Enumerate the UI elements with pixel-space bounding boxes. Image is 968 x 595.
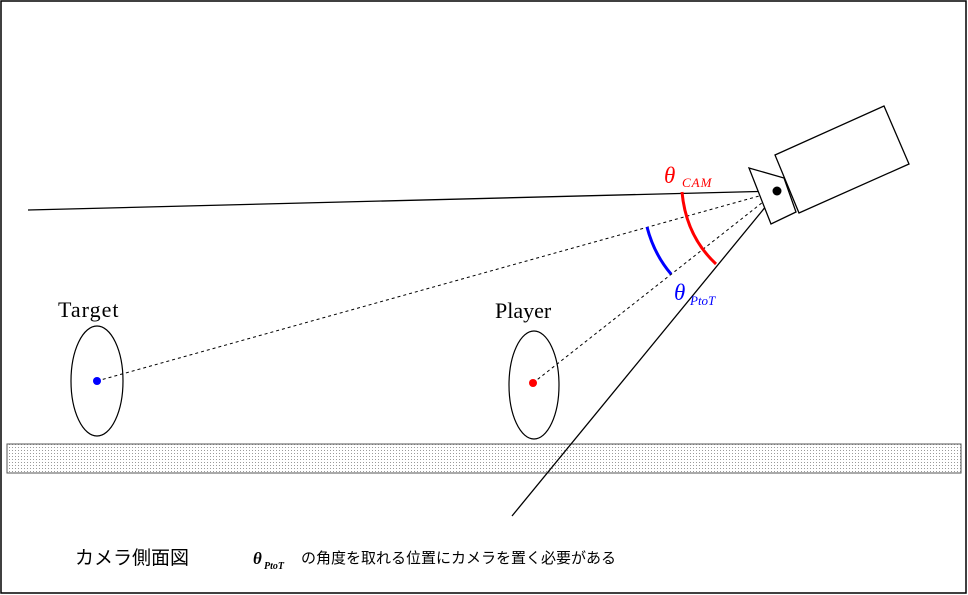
player-label: Player (495, 298, 552, 323)
target-dot (93, 377, 101, 385)
target-ellipse (70, 325, 124, 437)
theta-cam-subscript: CAM (682, 175, 713, 190)
camera-lens-housing (747, 167, 797, 225)
sight-line-to-target (96, 190, 778, 382)
sight-line-to-player (532, 190, 778, 384)
caption-theta-subscript: PtoT (264, 561, 285, 572)
camera-view-lower-line (511, 193, 777, 517)
player-ellipse (508, 330, 560, 440)
camera-view-upper-line (27, 190, 778, 211)
player-dot (529, 379, 537, 387)
theta-ptot-subscript: PtoT (689, 293, 716, 308)
caption-title: カメラ側面図 (75, 547, 189, 569)
camera-angle-arc (680, 191, 718, 266)
camera-point (772, 186, 782, 196)
target-label: Target (58, 297, 119, 322)
theta-ptot-symbol: θ (674, 280, 685, 305)
caption-theta-symbol: θ (253, 549, 262, 568)
caption-note: の角度を取れる位置にカメラを置く必要がある (301, 549, 616, 567)
theta-cam-symbol: θ (664, 163, 675, 188)
ptot-angle-arc (645, 226, 673, 275)
ground-strip (6, 443, 962, 474)
camera-body (774, 105, 910, 214)
